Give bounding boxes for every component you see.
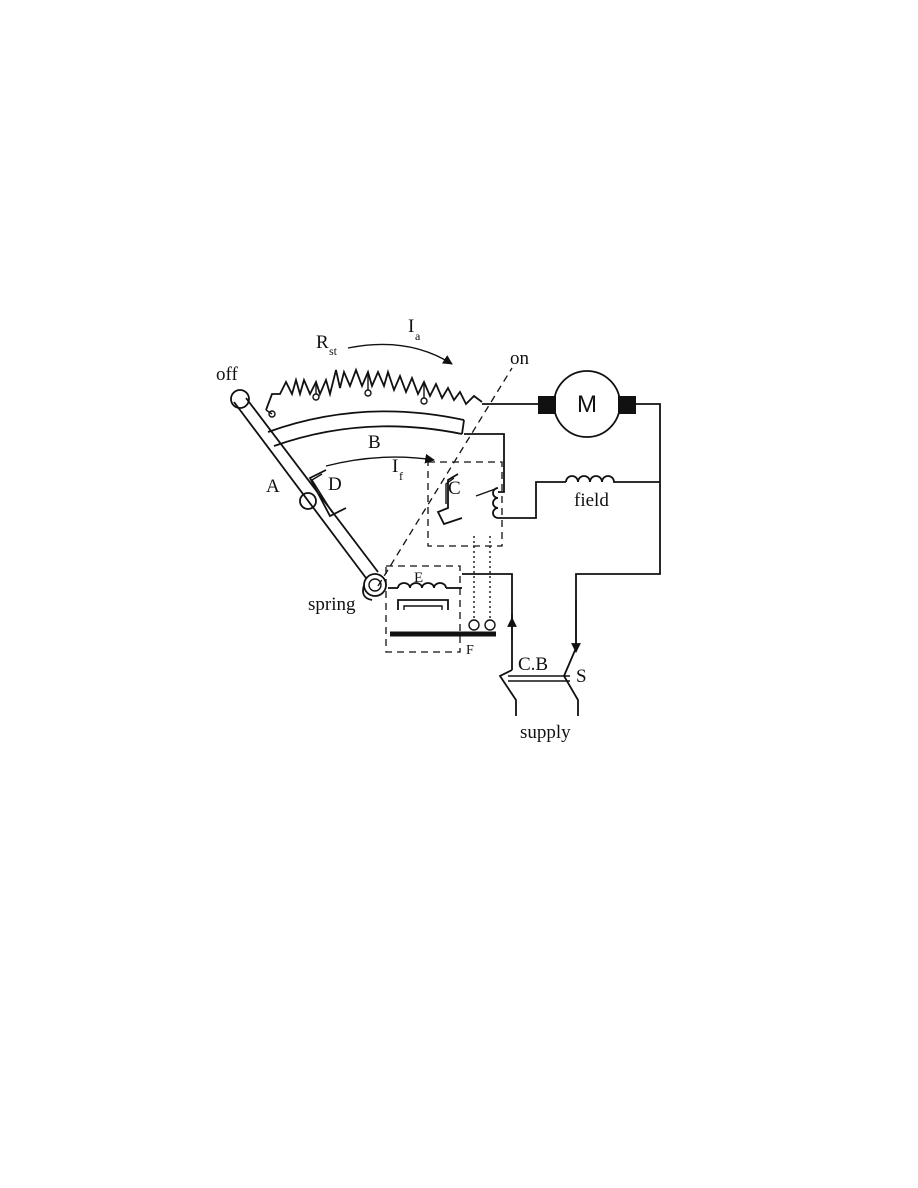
spring-label: spring — [308, 594, 356, 615]
if-subscript: f — [399, 469, 403, 483]
on-position-line — [377, 367, 513, 587]
armature-current-arrow — [347, 343, 453, 365]
b-label: B — [368, 432, 381, 453]
a-label: A — [266, 476, 280, 497]
soft-iron-piece-d — [308, 469, 347, 518]
contact-arc — [267, 410, 465, 447]
rst-subscript: st — [329, 344, 338, 358]
spring-pivot — [362, 573, 387, 601]
motor — [538, 370, 636, 438]
starter-handle-arm[interactable] — [230, 389, 379, 579]
off-label: off — [216, 364, 238, 385]
f-label: F — [466, 643, 474, 658]
ia-label: I — [408, 316, 414, 337]
ia-subscript: a — [415, 329, 421, 343]
overload-contacts-f — [468, 536, 496, 631]
e-label: E — [414, 570, 423, 586]
overload-relay-e — [385, 565, 496, 653]
c-label: C — [448, 478, 461, 499]
field-current-arrow — [325, 453, 435, 467]
starting-resistor — [265, 367, 483, 418]
motor-label: M — [577, 391, 597, 418]
no-volt-coil-c — [427, 461, 503, 547]
on-label: on — [510, 348, 530, 369]
field-label: field — [574, 490, 609, 511]
supply-label: supply — [520, 722, 571, 743]
if-label: I — [392, 456, 398, 477]
s-label: S — [576, 666, 587, 687]
rst-label: R — [316, 332, 329, 353]
circuit-breaker[interactable] — [498, 647, 579, 716]
d-label: D — [328, 474, 342, 495]
cb-label: C.B — [518, 654, 548, 675]
field-winding — [565, 475, 616, 483]
